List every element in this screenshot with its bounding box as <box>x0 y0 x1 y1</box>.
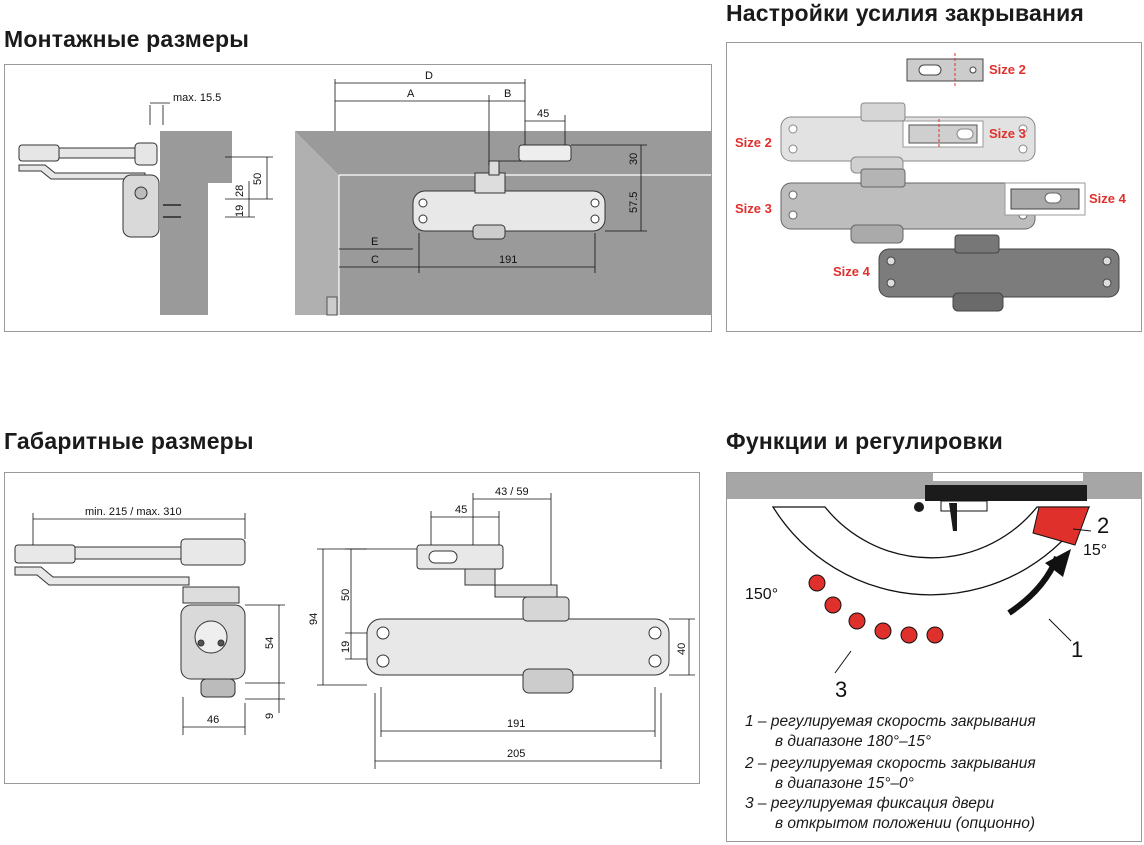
left-dim-lines <box>149 102 273 218</box>
dim-28: 28 <box>234 185 246 197</box>
overall-right-dims <box>317 493 695 769</box>
dim-40: 40 <box>676 643 688 655</box>
force-title: Настройки усилия закрывания <box>726 0 1085 26</box>
door-block <box>160 175 208 315</box>
dim-e: E <box>371 236 378 248</box>
dim-46: 46 <box>207 714 219 726</box>
right-dim-lines <box>334 79 647 273</box>
legend-line-4: в диапазоне 15°–0° <box>775 775 914 792</box>
dim-19-left: 19 <box>234 205 246 217</box>
force-panel: Size 2 Size 2 Size 3 Size 3 Size 4 Size … <box>726 42 1142 332</box>
force-diagram: Size 2 Size 2 Size 3 Size 3 Size 4 Size … <box>735 53 1127 312</box>
size2-plate <box>906 53 984 87</box>
dim-191-overall: 191 <box>507 718 525 730</box>
overall-left-dims <box>32 513 285 735</box>
closer-body-front <box>412 144 606 240</box>
functions-title: Функции и регулировки <box>726 428 1003 454</box>
marker-3: 3 <box>835 677 847 702</box>
legend-line-3: 2 – регулируемая скорость закрывания <box>745 755 1036 772</box>
hold-open-dots <box>808 574 944 644</box>
closer-size4 <box>878 234 1120 312</box>
latch-zone <box>1032 506 1090 546</box>
dim-b: B <box>504 88 511 100</box>
dim-30: 30 <box>628 153 640 165</box>
pivot-point <box>914 502 924 512</box>
label-size3-inset: Size 3 <box>989 126 1026 141</box>
label-size2-side: Size 2 <box>735 135 772 150</box>
mounting-title: Монтажные размеры <box>4 26 250 52</box>
overall-diagram: min. 215 / max. 310 54 9 46 <box>14 486 695 769</box>
angle-150: 150° <box>745 586 778 603</box>
label-size2-top: Size 2 <box>989 62 1026 77</box>
closer-size2 <box>780 102 1036 174</box>
dim-45-overall: 45 <box>455 504 467 516</box>
functions-diagram: 150° 15° 2 1 3 <box>727 473 1141 702</box>
label-size4-side: Size 4 <box>833 264 871 279</box>
dim-19-overall: 19 <box>340 641 352 653</box>
closer-rail <box>925 485 1087 501</box>
frame-block <box>160 131 232 183</box>
dim-94: 94 <box>308 613 320 625</box>
label-size4-inset: Size 4 <box>1089 191 1127 206</box>
overall-panel: min. 215 / max. 310 54 9 46 <box>4 472 700 784</box>
dim-205: 205 <box>507 748 525 760</box>
dim-arm-range: min. 215 / max. 310 <box>85 506 182 518</box>
legend-line-1: 1 – регулируемая скорость закрывания <box>745 713 1036 730</box>
angle-15: 15° <box>1083 542 1107 559</box>
legend-line-2: в диапазоне 180°–15° <box>775 733 932 750</box>
dim-max-15-5: max. 15.5 <box>173 92 221 104</box>
dim-43-59: 43 / 59 <box>495 486 529 498</box>
mounting-diagram: max. 15.5 50 28 19 D A B 45 <box>18 70 711 316</box>
mounting-panel: max. 15.5 50 28 19 D A B 45 <box>4 64 712 332</box>
front-view <box>366 544 670 694</box>
dim-57-5: 57.5 <box>628 192 640 213</box>
side-arm <box>18 142 160 238</box>
legend-line-6: в открытом положении (опционно) <box>775 815 1036 832</box>
dim-a: A <box>407 88 415 100</box>
frame-recess <box>295 131 339 315</box>
legend-line-5: 3 – регулируемая фиксация двери <box>745 795 995 812</box>
dim-9: 9 <box>264 713 276 719</box>
dim-54: 54 <box>264 637 276 649</box>
marker-2: 2 <box>1097 513 1109 538</box>
dim-45-mount: 45 <box>537 108 549 120</box>
marker-1: 1 <box>1071 637 1083 662</box>
side-view <box>14 538 246 698</box>
dim-50-left: 50 <box>252 173 264 185</box>
overall-title: Габаритные размеры <box>4 428 254 454</box>
dim-d: D <box>425 70 433 82</box>
dim-191-mount: 191 <box>499 254 517 266</box>
dim-c: C <box>371 254 379 266</box>
dim-50-overall: 50 <box>340 589 352 601</box>
functions-panel: 150° 15° 2 1 3 1 – регулируемая скорость… <box>726 472 1142 842</box>
closer-size3 <box>780 168 1086 244</box>
label-size3-side: Size 3 <box>735 201 772 216</box>
